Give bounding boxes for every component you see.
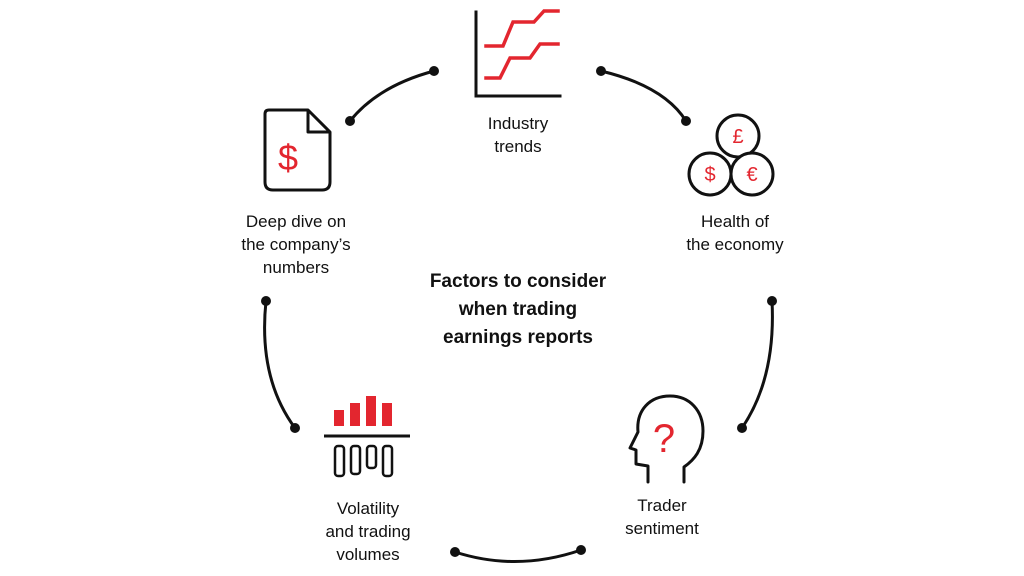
connector-dot — [767, 296, 777, 306]
connector-dot — [429, 66, 439, 76]
label-health-of-economy: Health of the economy — [686, 212, 784, 254]
connector-dot — [596, 66, 606, 76]
arc-sentiment-volatility — [453, 548, 583, 563]
connector-dot — [450, 547, 460, 557]
arc-economy-sentiment — [740, 299, 774, 430]
arc-company-trends — [348, 69, 436, 123]
label-volatility: Volatility and trading volumes — [325, 499, 411, 564]
head-question-icon: ? — [628, 394, 705, 484]
dollar-symbol: $ — [278, 137, 298, 178]
label-company-numbers: Deep dive on the company’s numbers — [241, 212, 351, 277]
arc-volatility-company — [263, 299, 297, 430]
connector-dot — [290, 423, 300, 433]
connector-arcs — [263, 69, 774, 563]
dollar-document-icon: $ — [263, 108, 332, 192]
connector-dot — [261, 296, 271, 306]
connector-dot — [737, 423, 747, 433]
label-trader-sentiment: Trader sentiment — [625, 496, 699, 538]
diagram-title: Factors to consider when trading earning… — [429, 271, 607, 348]
connector-dot — [681, 116, 691, 126]
dollar-symbol: $ — [704, 164, 715, 186]
arc-trends-economy — [599, 69, 688, 123]
connector-dot — [345, 116, 355, 126]
line-chart-icon — [474, 9, 562, 98]
volume-bars-icon — [324, 396, 410, 478]
label-industry-trends: Industry trends — [487, 114, 549, 156]
connector-dot — [576, 545, 586, 555]
euro-symbol: € — [746, 164, 757, 186]
question-mark: ? — [653, 417, 675, 461]
connector-dots — [261, 66, 777, 557]
currency-coins-icon: £ $ € — [687, 113, 775, 197]
pound-symbol: £ — [732, 126, 743, 148]
